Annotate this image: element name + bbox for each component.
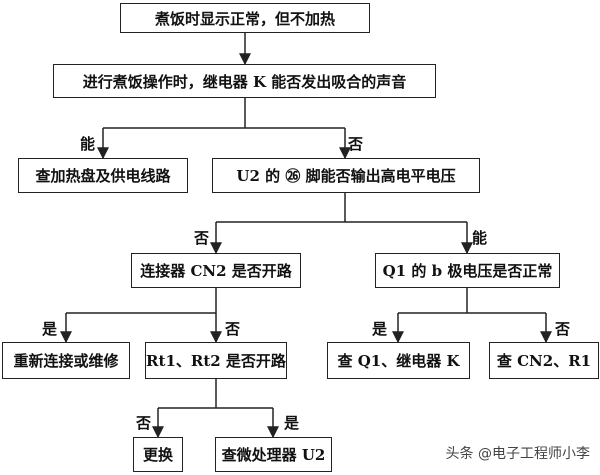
node-rt1-rt2-open-check: Rt1、Rt2 是否开路 bbox=[145, 342, 287, 379]
branch-label-yes-neng: 能 bbox=[472, 229, 488, 247]
branch-label-yes-neng: 能 bbox=[80, 135, 96, 153]
node-check-heater-plate: 查加热盘及供电线路 bbox=[18, 158, 188, 193]
watermark: 头条 @电子工程师小李 bbox=[446, 443, 590, 463]
node-reconnect-or-repair: 重新连接或维修 bbox=[2, 342, 130, 379]
branch-label-yes: 是 bbox=[284, 414, 300, 432]
node-no-heating: 煮饭时显示正常，但不加热 bbox=[120, 3, 370, 33]
branch-label-no: 否 bbox=[225, 320, 241, 338]
node-q1-base-voltage-check: Q1 的 b 极电压是否正常 bbox=[375, 253, 560, 288]
branch-label-no: 否 bbox=[136, 414, 152, 432]
watermark-text: 头条 @电子工程师小李 bbox=[445, 446, 590, 462]
node-check-q1-relay: 查 Q1、继电器 K bbox=[327, 342, 470, 379]
node-cn2-open-check: 连接器 CN2 是否开路 bbox=[131, 253, 301, 288]
node-relay-click-check: 进行煮饭操作时，继电器 K 能否发出吸合的声音 bbox=[53, 64, 436, 98]
branch-label-no: 否 bbox=[555, 320, 571, 338]
branch-label-no: 否 bbox=[348, 135, 364, 153]
node-u2-pin26-high-level: U2 的 ㉖ 脚能否输出高电平电压 bbox=[212, 158, 480, 193]
node-replace: 更换 bbox=[133, 437, 183, 472]
node-check-mcu-u2: 查微处理器 U2 bbox=[215, 437, 332, 472]
branch-label-no: 否 bbox=[194, 229, 210, 247]
node-check-cn2-r1: 查 CN2、R1 bbox=[489, 342, 599, 379]
branch-label-yes: 是 bbox=[372, 320, 388, 338]
branch-label-yes: 是 bbox=[42, 320, 58, 338]
